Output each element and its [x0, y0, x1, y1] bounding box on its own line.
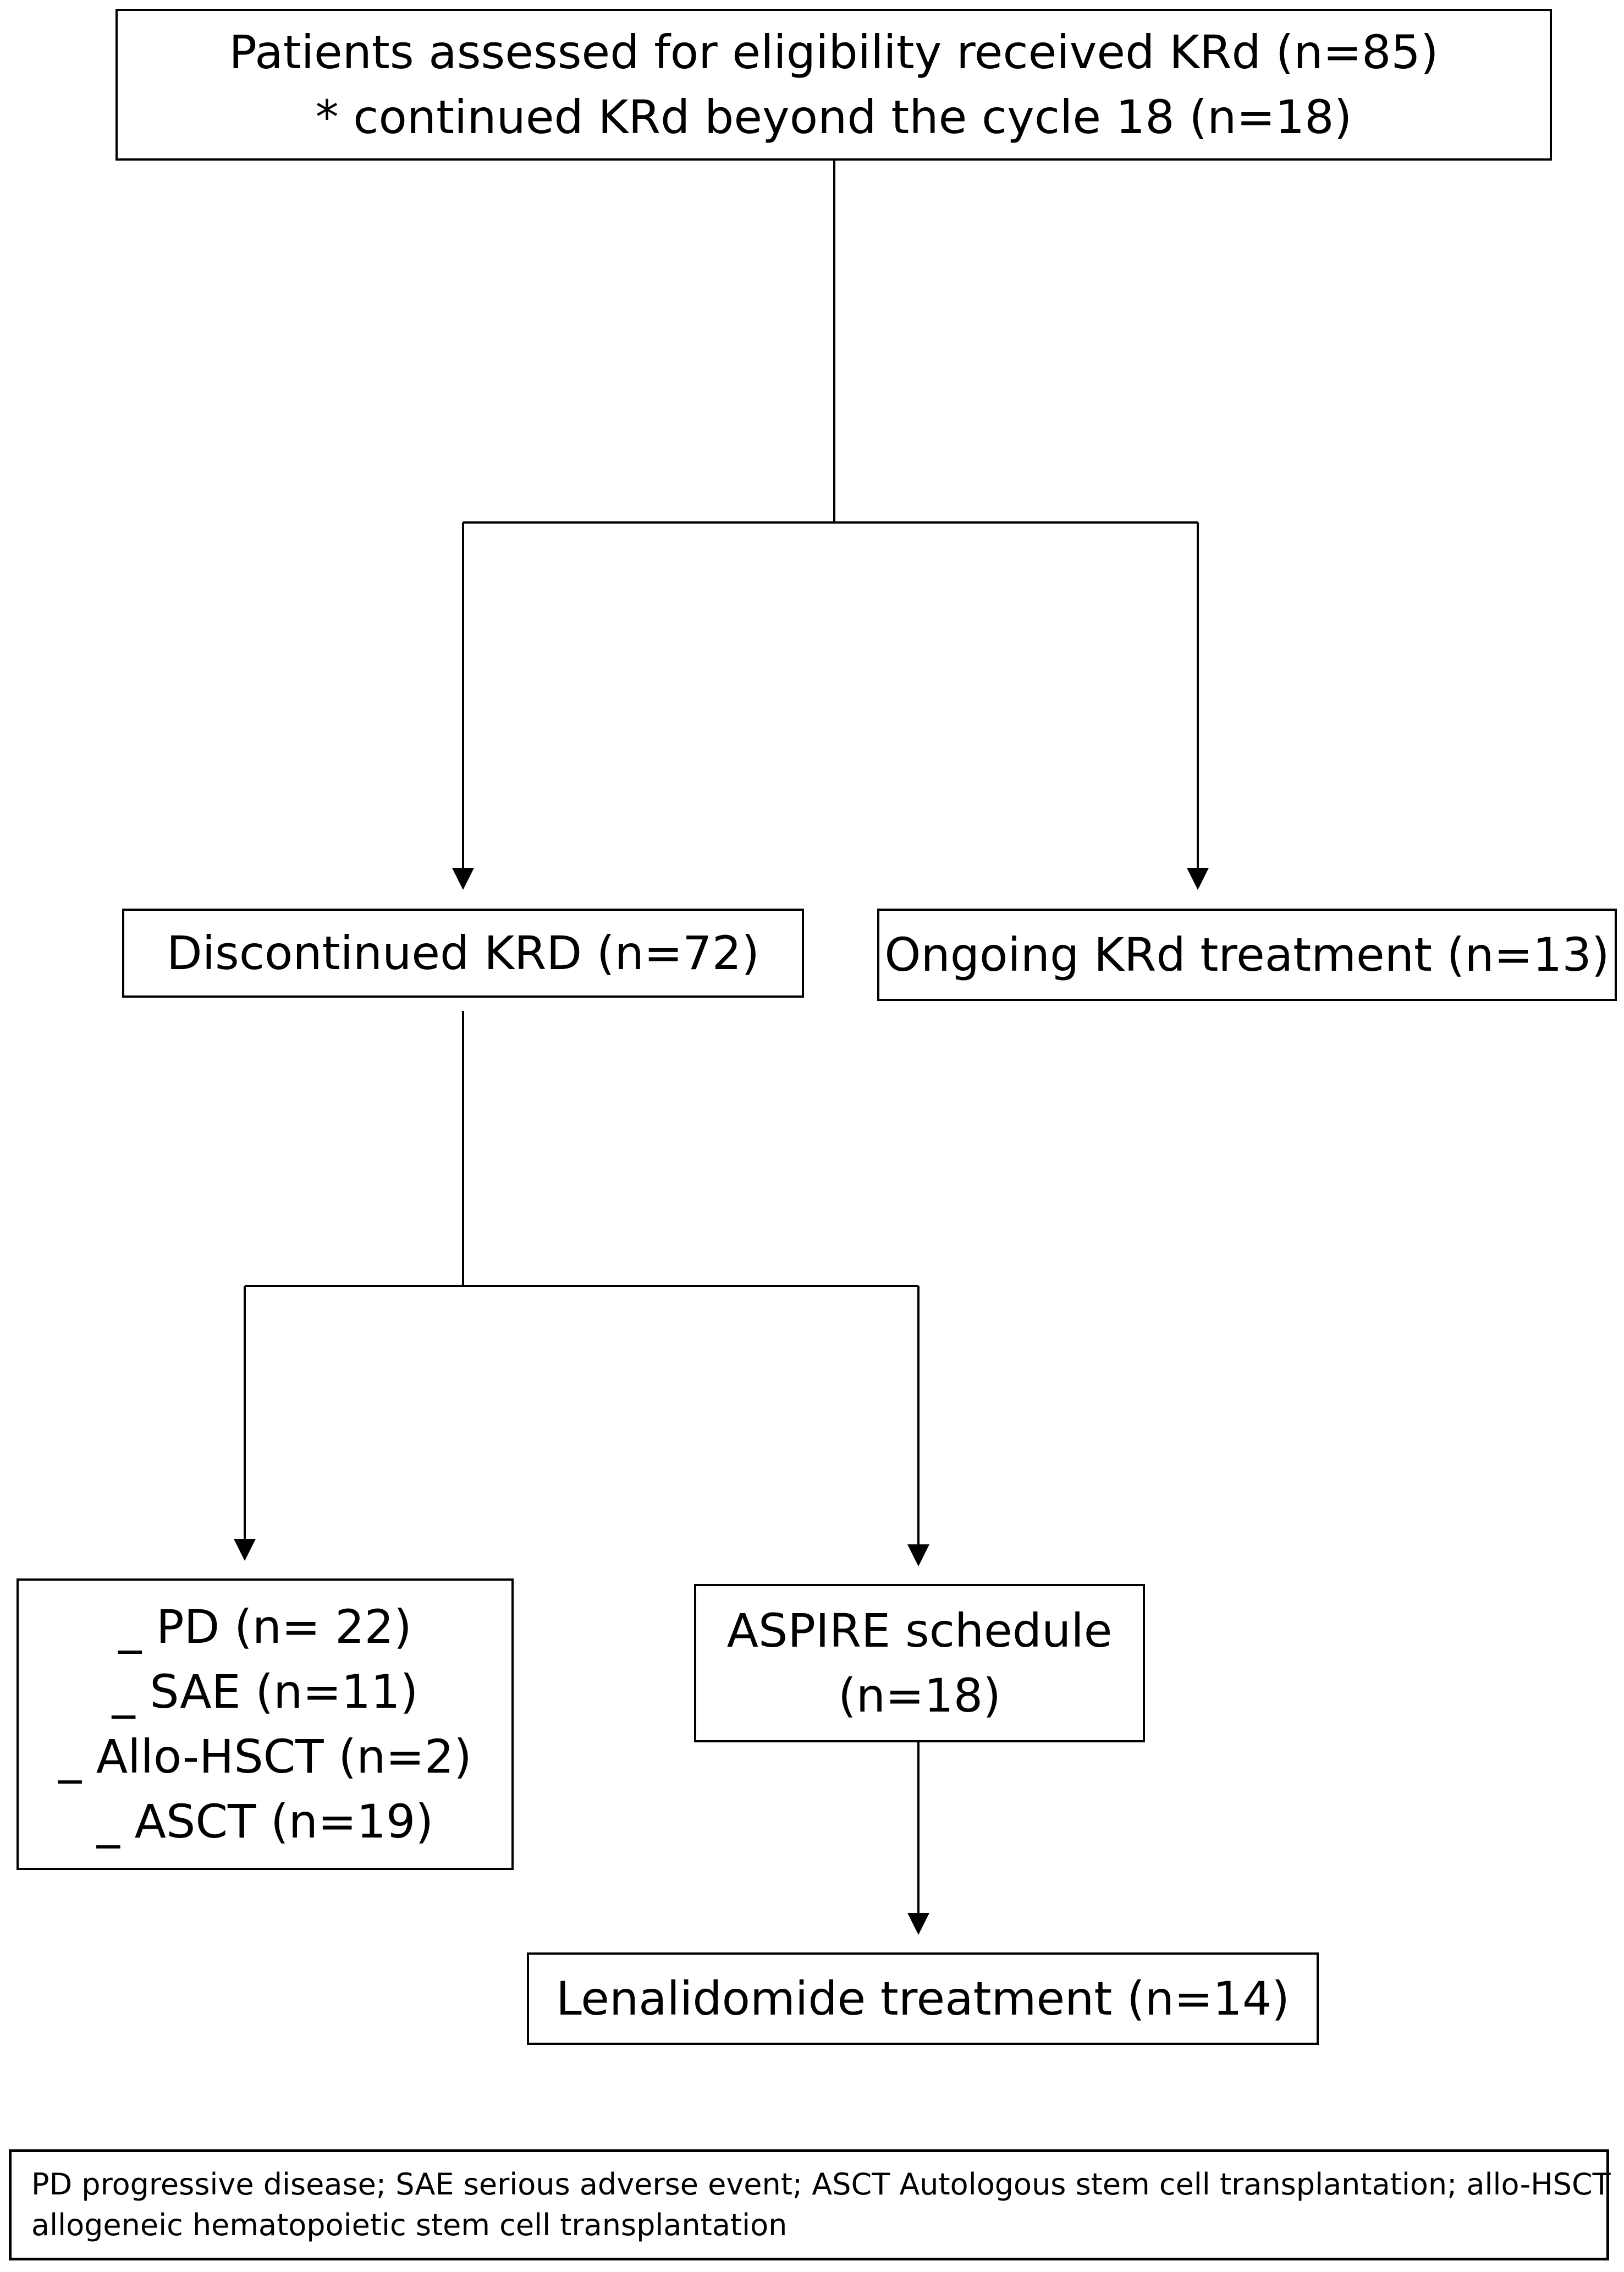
ongoing-label: Ongoing KRd treatment (n=13)	[884, 928, 1610, 982]
ongoing-box: Ongoing KRd treatment (n=13)	[877, 909, 1617, 1001]
reason-item-pd: _ PD (n= 22)	[118, 1600, 412, 1654]
reason-item-asct: _ ASCT (n=19)	[96, 1795, 434, 1849]
lenalidomide-box: Lenalidomide treatment (n=14)	[527, 1952, 1319, 2045]
discontinued-box: Discontinued KRD (n=72)	[122, 909, 804, 998]
aspire-line-1: ASPIRE schedule	[726, 1604, 1113, 1658]
discontinued-label: Discontinued KRD (n=72)	[167, 926, 759, 980]
reason-item-sae: _ SAE (n=11)	[112, 1665, 419, 1719]
eligibility-line-2: * continued KRd beyond the cycle 18 (n=1…	[315, 90, 1352, 144]
discontinuation-reasons-box: _ PD (n= 22) _ SAE (n=11) _ Allo-HSCT (n…	[16, 1578, 514, 1870]
legend-line-2: allogeneic hematopoietic stem cell trans…	[31, 2208, 788, 2242]
eligibility-box: Patients assessed for eligibility receiv…	[115, 9, 1552, 161]
aspire-schedule-box: ASPIRE schedule (n=18)	[694, 1584, 1145, 1742]
reason-item-allo-hsct: _ Allo-HSCT (n=2)	[58, 1730, 472, 1784]
legend-line-1: PD progressive disease; SAE serious adve…	[31, 2167, 1611, 2202]
abbreviations-legend: PD progressive disease; SAE serious adve…	[9, 2149, 1611, 2260]
lenalidomide-label: Lenalidomide treatment (n=14)	[555, 1972, 1290, 2026]
aspire-line-2: (n=18)	[838, 1669, 1001, 1723]
eligibility-line-1: Patients assessed for eligibility receiv…	[229, 25, 1439, 79]
